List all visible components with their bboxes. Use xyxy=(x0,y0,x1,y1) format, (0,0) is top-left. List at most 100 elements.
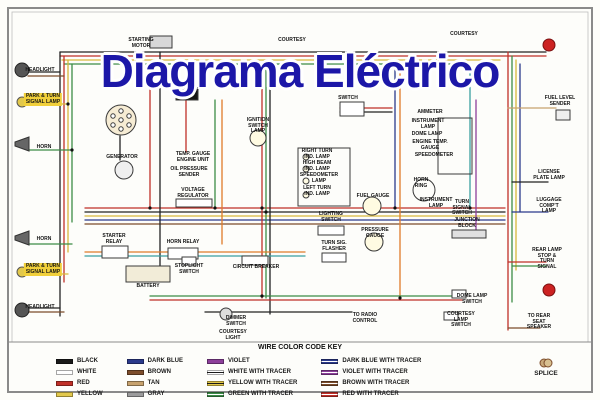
key-entry-label: BLACK xyxy=(77,358,98,364)
component-label: TEMP. GAUGE ENGINE UNIT xyxy=(175,151,211,163)
key-entry-label: DARK BLUE WITH TRACER xyxy=(342,358,422,364)
dimmer-switch-symbol xyxy=(219,307,233,321)
junction-block-symbol xyxy=(451,229,487,239)
color-swatch xyxy=(56,369,73,375)
key-entry: BROWN xyxy=(126,368,183,376)
key-entry-label: YELLOW WITH TRACER xyxy=(228,380,298,386)
component-label: COIL xyxy=(181,88,193,94)
key-entry: WHITE WITH TRACER xyxy=(207,368,297,376)
component-label: RIGHT TURN IND. LAMP xyxy=(301,148,333,160)
key-title: WIRE COLOR CODE KEY xyxy=(257,344,342,351)
color-swatch xyxy=(207,369,225,375)
key-entry: WHITE xyxy=(56,368,103,376)
component-label: BATTERY xyxy=(136,283,160,289)
component-label: TO RADIO CONTROL xyxy=(352,312,378,324)
component-label: INSTRUMENT LAMP xyxy=(419,197,453,209)
component-label: STARTING MOTOR xyxy=(128,37,154,49)
component-label: SPEEDOMETER LAMP xyxy=(299,172,339,184)
component-label: VOLTAGE REGULATOR xyxy=(177,187,209,199)
component-label: TO REAR SEAT SPEAKER xyxy=(526,313,552,331)
key-entry: DARK BLUE WITH TRACER xyxy=(321,357,421,365)
component-label: LUGGAGE COMP'T LAMP xyxy=(536,197,562,215)
coil-symbol xyxy=(175,83,199,101)
dome-lamp-switch-symbol xyxy=(451,289,467,299)
component-label: COURTESY xyxy=(278,37,306,43)
component-label: COURTESY LAMP SWITCH xyxy=(447,311,475,329)
key-entry-label: RED WITH TRACER xyxy=(342,391,399,397)
component-label: JUNCTION BLOCK xyxy=(454,217,480,229)
title-overlay: Diagrama Eléctrico xyxy=(100,45,501,97)
starting-motor-symbol xyxy=(149,35,173,49)
component-label: PRESSURE GAUGE xyxy=(361,227,389,239)
component-label: HORN RELAY xyxy=(166,239,200,245)
key-entry: TAN xyxy=(126,379,183,387)
key-entry-label: BROWN WITH TRACER xyxy=(342,380,410,386)
instrument-panel-symbol xyxy=(437,117,473,175)
diagram-frame xyxy=(7,7,593,393)
component-label: PARK & TURN SIGNAL LAMP xyxy=(24,263,62,276)
component-label: HIGH BEAM IND. LAMP xyxy=(302,160,332,172)
key-column: BLACK WHITE RED YELLOW xyxy=(56,357,103,398)
key-entry: BROWN WITH TRACER xyxy=(321,379,421,387)
key-entry-label: BROWN xyxy=(147,369,172,375)
component-label: HEADLIGHT xyxy=(25,304,55,310)
splice-legend: SPLICE xyxy=(516,358,576,377)
color-swatch xyxy=(126,369,144,375)
key-entry: RED xyxy=(56,379,103,387)
ignition-switch-lamp-symbol xyxy=(249,129,267,147)
courtesy-lamp-switch-symbol xyxy=(443,311,459,321)
rear-lamp-icon xyxy=(542,38,556,52)
key-entry-label: TAN xyxy=(147,380,160,386)
component-label: LICENSE PLATE LAMP xyxy=(533,169,565,181)
horn-icon xyxy=(14,136,30,152)
component-label: CIRCUIT BREAKER xyxy=(232,264,280,270)
component-label: COURTESY xyxy=(450,31,478,37)
distributor-symbol xyxy=(105,104,137,136)
key-column: DARK BLUE WITH TRACER VIOLET WITH TRACER B… xyxy=(321,357,421,398)
component-label: INSTRUMENT LAMP xyxy=(411,118,445,130)
component-label: HORN xyxy=(36,236,52,242)
color-swatch xyxy=(321,380,339,386)
turn-signal-flasher-symbol xyxy=(321,252,347,263)
component-label: FUEL LEVEL SENDER xyxy=(544,95,576,107)
lighting-switch-symbol xyxy=(317,225,345,236)
key-entry-label: GRAY xyxy=(147,391,165,397)
key-entry: VIOLET WITH TRACER xyxy=(321,368,421,376)
indicator-cluster-symbol xyxy=(297,147,351,207)
component-label: LEFT TURN IND. LAMP xyxy=(303,185,331,197)
component-label: TURN SIG. FLASHER xyxy=(321,240,347,252)
battery-symbol xyxy=(125,265,171,283)
starter-relay-symbol xyxy=(101,245,129,259)
component-label: AMMETER xyxy=(417,109,443,115)
color-swatch xyxy=(56,358,73,364)
key-entry: VIOLET xyxy=(207,357,297,365)
stoplight-switch-symbol xyxy=(181,256,197,266)
component-label: DIMMER SWITCH xyxy=(225,315,247,327)
component-label: HORN RING xyxy=(413,177,429,189)
horn-ring-symbol xyxy=(412,178,436,202)
key-entry: BLACK xyxy=(56,357,103,365)
splice-icon xyxy=(539,358,553,368)
key-entry: GREEN WITH TRACER xyxy=(207,390,297,398)
key-entry: DARK BLUE xyxy=(126,357,183,365)
color-swatch xyxy=(207,380,225,386)
key-column: VIOLET WHITE WITH TRACER YELLOW WITH TRACE… xyxy=(207,357,297,398)
pressure-gauge-symbol xyxy=(364,232,384,252)
key-entry: YELLOW xyxy=(56,390,103,398)
color-swatch xyxy=(126,358,144,364)
component-label: SWITCH xyxy=(338,95,358,101)
color-swatch xyxy=(56,380,73,386)
component-label: ENGINE TEMP. GAUGE xyxy=(412,139,448,151)
horn-icon xyxy=(14,230,30,246)
key-groups: BLACK WHITE RED YELLOW DARK BLUE BROWN TAN GRAY… xyxy=(56,357,421,398)
color-swatch xyxy=(207,391,225,397)
component-symbols xyxy=(101,35,571,321)
key-entry-label: GREEN WITH TRACER xyxy=(228,391,294,397)
component-label: IGNITION SWITCH LAMP xyxy=(246,117,270,135)
key-entry: RED WITH TRACER xyxy=(321,390,421,398)
key-entry-label: RED xyxy=(77,380,90,386)
key-entry-label: YELLOW xyxy=(77,391,103,397)
color-swatch xyxy=(321,391,339,397)
